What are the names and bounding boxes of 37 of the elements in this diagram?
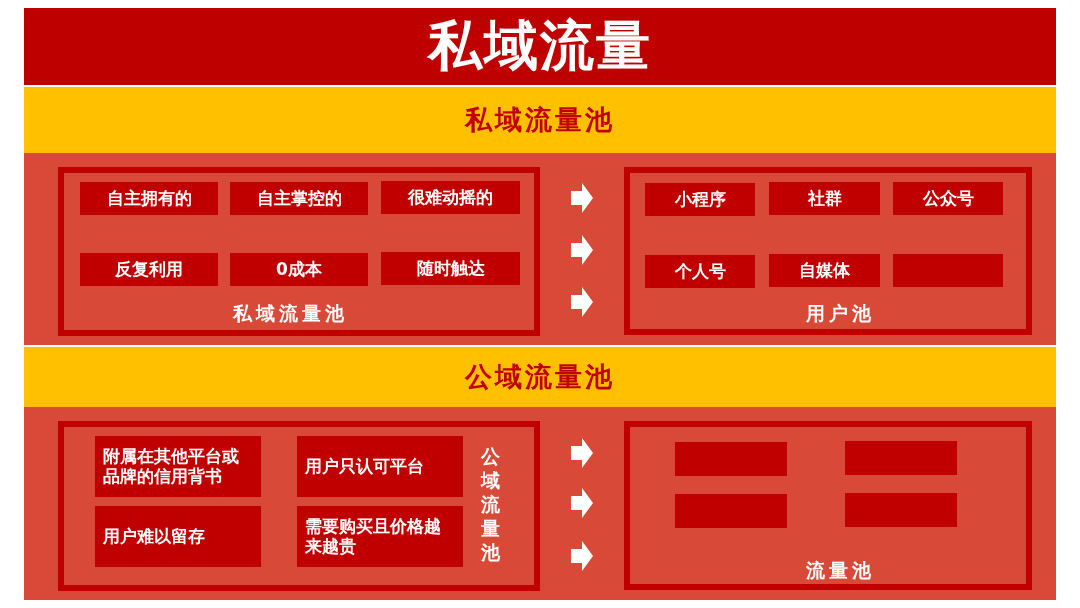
feature-box: 用户只认可平台 xyxy=(297,436,463,497)
feature-box: 社群 xyxy=(769,182,880,215)
feature-box: 反复利用 xyxy=(80,253,218,286)
feature-box: 用户难以留存 xyxy=(95,506,261,567)
blank-box xyxy=(845,493,957,527)
group-frame xyxy=(624,421,1032,590)
arrow xyxy=(571,488,593,518)
group-frame xyxy=(58,167,540,336)
blank-box xyxy=(845,441,957,475)
arrow xyxy=(571,287,593,317)
arrow xyxy=(571,541,593,571)
title-banner: 私域流量 xyxy=(24,8,1056,85)
arrow xyxy=(571,183,593,213)
group-caption: 流量池 xyxy=(804,561,875,580)
group-caption: 私域流量池 xyxy=(231,304,348,323)
feature-box: 0成本 xyxy=(230,253,368,286)
feature-box: 附属在其他平台或品牌的信用背书 xyxy=(95,436,261,497)
feature-box: 自媒体 xyxy=(769,254,880,287)
group-frame xyxy=(624,167,1032,335)
feature-box: 公众号 xyxy=(893,182,1003,215)
feature-box: 小程序 xyxy=(645,183,755,216)
arrow xyxy=(571,438,593,468)
feature-box: 需要购买且价格越来越贵 xyxy=(297,506,463,567)
feature-box: 自主掌控的 xyxy=(230,182,368,215)
section-band: 公域流量池 xyxy=(24,347,1056,407)
feature-box: 随时触达 xyxy=(381,252,520,285)
feature-box: 很难动摇的 xyxy=(381,181,520,214)
feature-box: 自主拥有的 xyxy=(80,182,218,215)
group-caption: 公域流量池 xyxy=(479,444,501,564)
arrow xyxy=(571,235,593,265)
blank-box xyxy=(675,442,787,476)
blank-box xyxy=(675,494,787,528)
feature-box: 个人号 xyxy=(645,255,755,288)
blank-box xyxy=(893,254,1003,287)
section-band: 私域流量池 xyxy=(24,87,1056,153)
group-frame xyxy=(58,421,540,591)
group-caption: 用户池 xyxy=(804,304,875,323)
